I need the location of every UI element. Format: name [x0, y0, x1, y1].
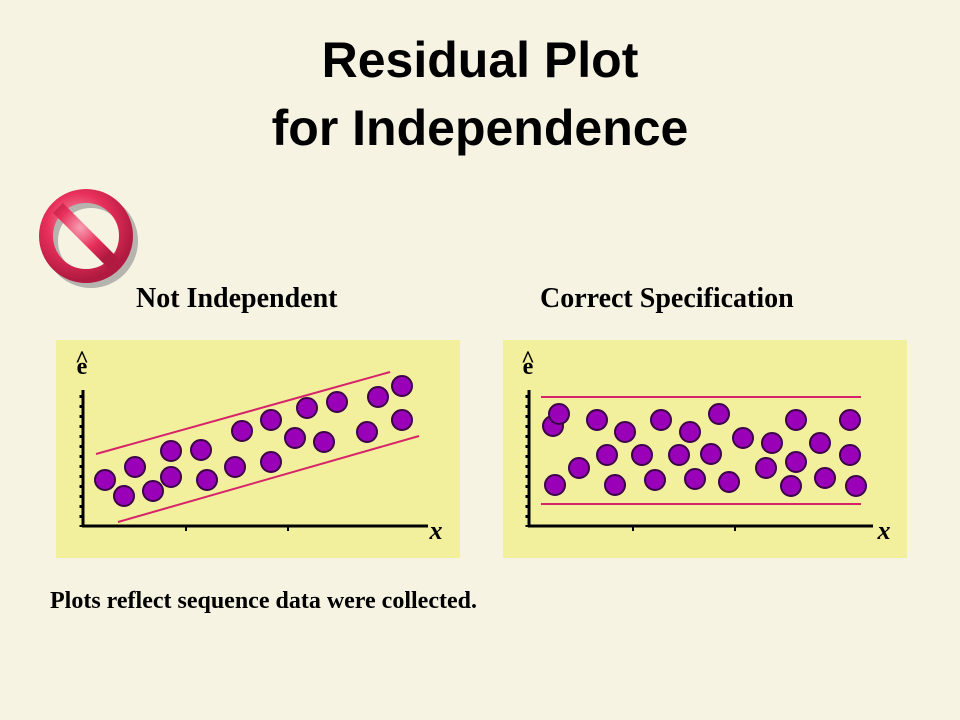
residual-point: [650, 409, 672, 431]
residual-point: [596, 444, 618, 466]
residual-point: [684, 468, 706, 490]
residual-point: [732, 427, 754, 449]
residual-point: [700, 443, 722, 465]
left-panel-title: Not Independent: [136, 283, 338, 314]
residual-point: [224, 456, 246, 478]
y-axis-label: e: [77, 354, 88, 380]
residual-point: [124, 456, 146, 478]
residual-point: [780, 475, 802, 497]
residual-point: [809, 432, 831, 454]
residual-points: [542, 403, 867, 497]
x-axis-label: x: [429, 516, 443, 545]
residual-point: [296, 397, 318, 419]
residual-point: [356, 421, 378, 443]
residual-point: [668, 444, 690, 466]
residual-point: [260, 451, 282, 473]
residual-point: [94, 469, 116, 491]
residual-point: [160, 466, 182, 488]
prohibition-icon: [39, 189, 138, 288]
residual-point: [367, 386, 389, 408]
residual-point: [196, 469, 218, 491]
residual-point: [544, 474, 566, 496]
not-independent-residual-plot: ^ e x: [56, 340, 460, 558]
residual-point: [839, 409, 861, 431]
y-axis-label: e: [523, 354, 534, 380]
x-axis-label: x: [877, 516, 891, 545]
residual-point: [814, 467, 836, 489]
residual-point: [755, 457, 777, 479]
residual-point: [614, 421, 636, 443]
residual-point: [839, 444, 861, 466]
residual-point: [391, 409, 413, 431]
residual-point: [708, 403, 730, 425]
residual-points: [94, 375, 413, 507]
residual-point: [644, 469, 666, 491]
correct-specification-residual-plot: ^ e x: [503, 340, 907, 558]
residual-point: [160, 440, 182, 462]
caption: Plots reflect sequence data were collect…: [50, 588, 477, 614]
residual-point: [260, 409, 282, 431]
residual-point: [718, 471, 740, 493]
slide-title-line1: Residual Plot: [321, 32, 639, 88]
right-panel-title: Correct Specification: [540, 283, 794, 314]
lower-band-line: [117, 435, 420, 523]
y-axis-accent: ^: [75, 347, 89, 373]
residual-point: [679, 421, 701, 443]
plot-background: [56, 340, 460, 558]
slide-title-line2: for Independence: [271, 100, 689, 156]
y-axis-accent: ^: [521, 347, 535, 373]
residual-point: [326, 391, 348, 413]
residual-point: [568, 457, 590, 479]
residual-point: [604, 474, 626, 496]
residual-point: [284, 427, 306, 449]
residual-point: [142, 480, 164, 502]
residual-point: [231, 420, 253, 442]
upper-band-line: [95, 371, 391, 455]
residual-point: [785, 451, 807, 473]
residual-point: [785, 409, 807, 431]
residual-point: [631, 444, 653, 466]
residual-point: [313, 431, 335, 453]
residual-point: [845, 475, 867, 497]
residual-point: [190, 439, 212, 461]
residual-point: [761, 432, 783, 454]
residual-point: [586, 409, 608, 431]
residual-point: [548, 403, 570, 425]
residual-point: [391, 375, 413, 397]
residual-point: [113, 485, 135, 507]
